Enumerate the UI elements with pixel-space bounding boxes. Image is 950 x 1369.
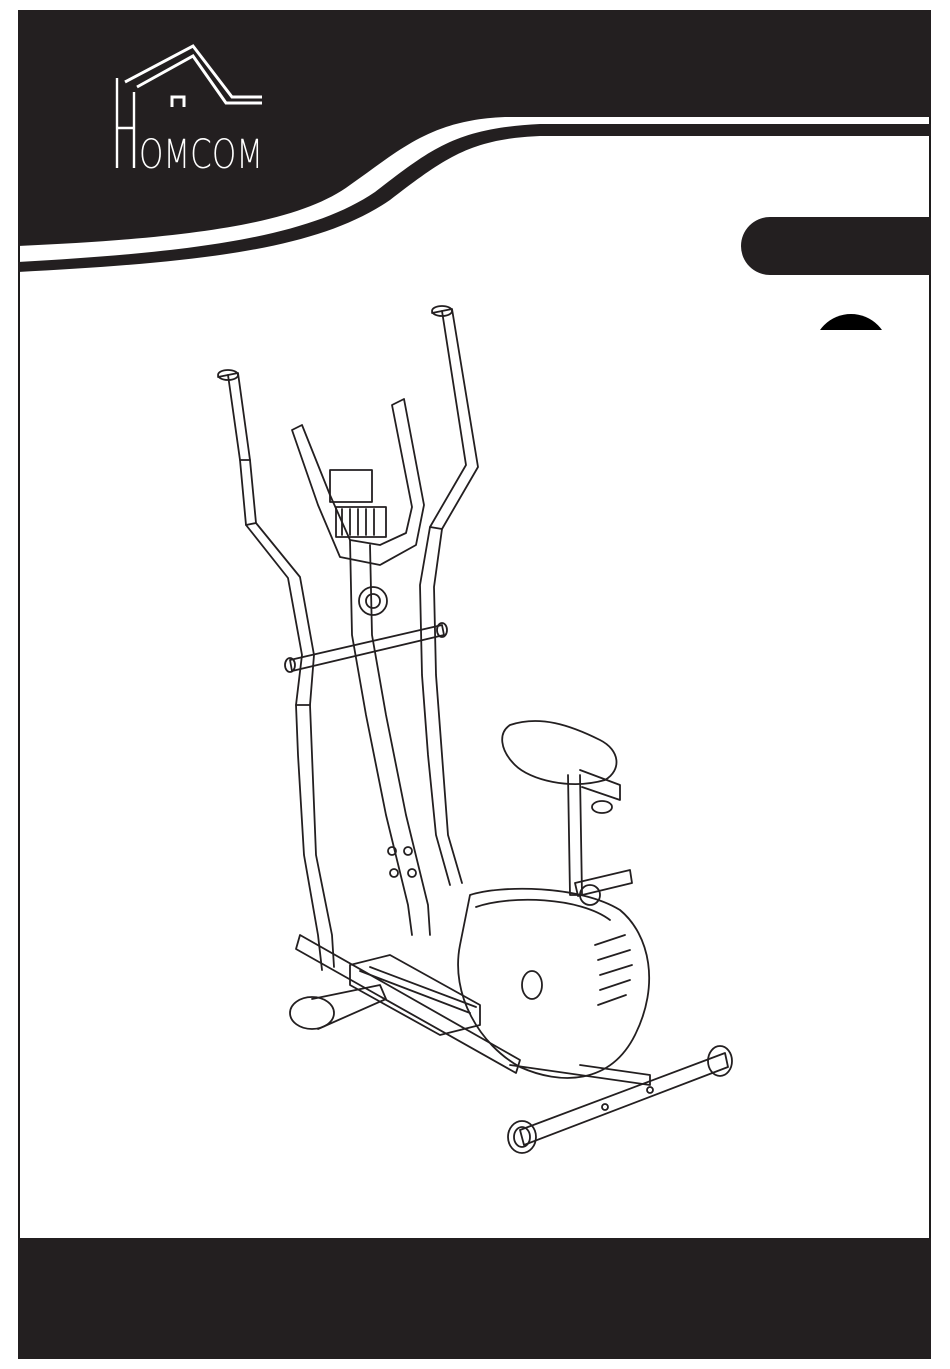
front-rail bbox=[290, 935, 520, 1073]
rear-handle bbox=[575, 870, 632, 905]
right-handlebar bbox=[420, 306, 478, 885]
header-tab bbox=[741, 217, 931, 275]
logo-wordmark: OMCOM bbox=[139, 132, 263, 178]
black-circle-icon bbox=[813, 314, 889, 330]
rear-stabilizer bbox=[508, 1046, 732, 1153]
flywheel-housing bbox=[458, 889, 649, 1078]
header-band: OMCOM bbox=[0, 0, 950, 330]
seat bbox=[502, 721, 620, 895]
product-illustration bbox=[180, 295, 780, 1155]
console bbox=[292, 399, 424, 565]
center-post bbox=[350, 540, 430, 935]
pedal-left bbox=[350, 955, 480, 1035]
base-plate bbox=[510, 1065, 650, 1085]
footer-band bbox=[18, 1238, 931, 1359]
